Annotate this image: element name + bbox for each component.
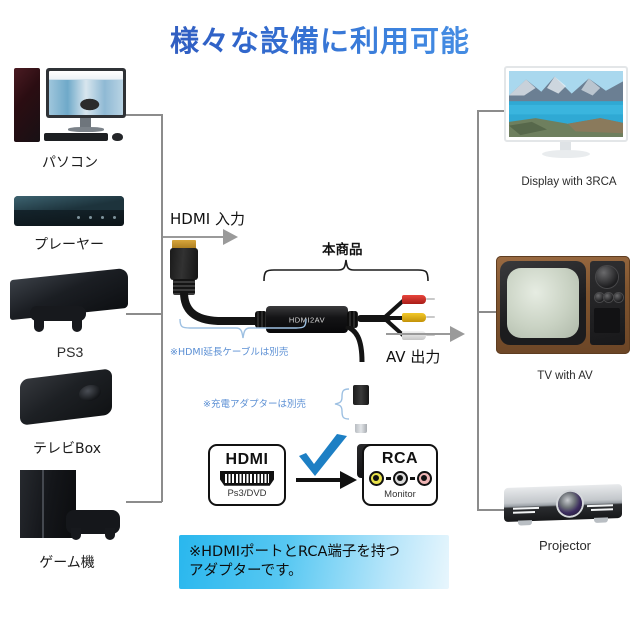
right-bracket-vline xyxy=(477,110,479,510)
pc-monitor-base xyxy=(68,127,104,132)
hdmi-port-sub: Ps3/DVD xyxy=(227,487,267,499)
pc-monitor-stand xyxy=(80,118,91,128)
converter-strain-right xyxy=(347,311,358,328)
rca-port-title: RCA xyxy=(381,449,419,467)
output-item-2 xyxy=(504,483,630,536)
hdmi-plug-strain-relief xyxy=(173,279,195,295)
right-bracket-stub-display xyxy=(477,110,513,112)
banner-text: ※HDMIポートとRCA端子を持つ アダプターです。 xyxy=(189,543,400,581)
right-bracket-stub-projector xyxy=(477,509,513,511)
source-item-4 xyxy=(18,470,128,542)
hdmi-port-title: HDMI xyxy=(225,450,269,468)
tv-box-icon xyxy=(20,368,112,426)
hdmi-connector-icon xyxy=(220,470,274,486)
crt-tv-icon xyxy=(496,256,630,354)
hdmi-input-arrow-shaft xyxy=(163,236,225,238)
hdmi-input-arrow-head xyxy=(223,229,238,245)
hdmi-cable-curve xyxy=(180,292,268,325)
source-label-2: PS3 xyxy=(56,344,84,360)
desktop-pc-icon xyxy=(14,68,40,142)
blue-checkmark-icon xyxy=(295,434,353,486)
av-output-arrow-shaft xyxy=(386,333,452,335)
banner-line-2: アダプターです。 xyxy=(189,563,303,579)
rca-plug-red xyxy=(402,295,435,304)
converter-strain-left xyxy=(255,311,267,328)
rca-plug-yellow xyxy=(402,313,435,322)
output-label-0: Display with 3RCA xyxy=(521,176,617,188)
hdmi-cable-note-brace xyxy=(179,318,307,339)
pc-keyboard-icon xyxy=(44,133,108,141)
left-bracket-stub-ps4 xyxy=(126,501,162,503)
power-adapter-note-brace xyxy=(334,388,350,420)
port-arrow-head xyxy=(340,471,357,489)
usb-power-cable xyxy=(344,326,365,363)
bluray-player-icon xyxy=(14,196,124,226)
left-bracket-stub-ps3 xyxy=(126,313,162,315)
monitor-screen-image xyxy=(509,71,623,137)
hdmi-port-box: HDMI Ps3/DVD xyxy=(208,444,286,506)
monitor-stand-neck xyxy=(560,142,571,151)
converter-model-text: HDMI2AV xyxy=(288,315,326,324)
pc-monitor-icon xyxy=(46,68,126,118)
monitor-stand-base xyxy=(542,150,590,158)
port-arrow-shaft xyxy=(296,478,342,482)
source-item-3 xyxy=(20,368,120,430)
left-bracket-vline xyxy=(161,114,163,502)
right-bracket-stub-tv xyxy=(477,311,513,313)
note-hdmi-extension-cable: ※HDMI延長ケーブルは別売 xyxy=(170,347,289,358)
output-label-1: TV with AV xyxy=(537,370,593,382)
rca-port-box: RCA Monitor xyxy=(362,444,438,506)
rca-jack-red xyxy=(416,470,432,486)
banner-line-1: ※HDMIポートとRCA端子を持つ xyxy=(189,543,400,560)
product-brace xyxy=(263,259,429,282)
ps4-controller-icon xyxy=(66,510,120,540)
output-item-1 xyxy=(496,256,636,360)
bottom-banner: ※HDMIポートとRCA端子を持つ アダプターです。 xyxy=(179,535,449,589)
av-output-arrow-head xyxy=(450,326,465,342)
usb-connector-tip xyxy=(355,424,367,433)
left-bracket-stub-pc xyxy=(126,114,162,116)
av-output-label: AV 出力 xyxy=(386,348,441,366)
white-monitor-icon xyxy=(504,66,628,142)
usb-connector-icon xyxy=(353,385,369,405)
pc-mouse-icon xyxy=(112,133,123,141)
output-label-2: Projector xyxy=(538,538,592,553)
output-item-0 xyxy=(504,66,632,160)
source-item-1 xyxy=(14,196,124,230)
source-label-3: テレビBox xyxy=(32,441,102,457)
rca-cable xyxy=(357,315,391,322)
hdmi-plug-contacts xyxy=(172,240,196,249)
hdmi-plug-icon xyxy=(170,248,198,280)
source-item-2 xyxy=(8,267,132,332)
page-title: 様々な設備に利用可能 xyxy=(0,18,640,60)
rca-jack-white xyxy=(392,470,408,486)
projector-icon xyxy=(504,483,622,526)
source-label-0: パソコン xyxy=(42,155,98,171)
rca-jack-yellow xyxy=(368,470,384,486)
ps3-controller-icon xyxy=(30,306,86,332)
product-label: 本商品 xyxy=(322,242,363,258)
hdmi-input-label: HDMI 入力 xyxy=(170,210,245,228)
source-item-0 xyxy=(10,66,130,144)
rca-jacks-group xyxy=(368,470,432,486)
rca-plug-white xyxy=(402,331,435,340)
note-power-adapter: ※充電アダプターは別売 xyxy=(203,399,306,410)
source-label-1: プレーヤー xyxy=(34,237,104,253)
source-label-4: ゲーム機 xyxy=(39,555,95,571)
rca-port-sub: Monitor xyxy=(384,488,416,500)
